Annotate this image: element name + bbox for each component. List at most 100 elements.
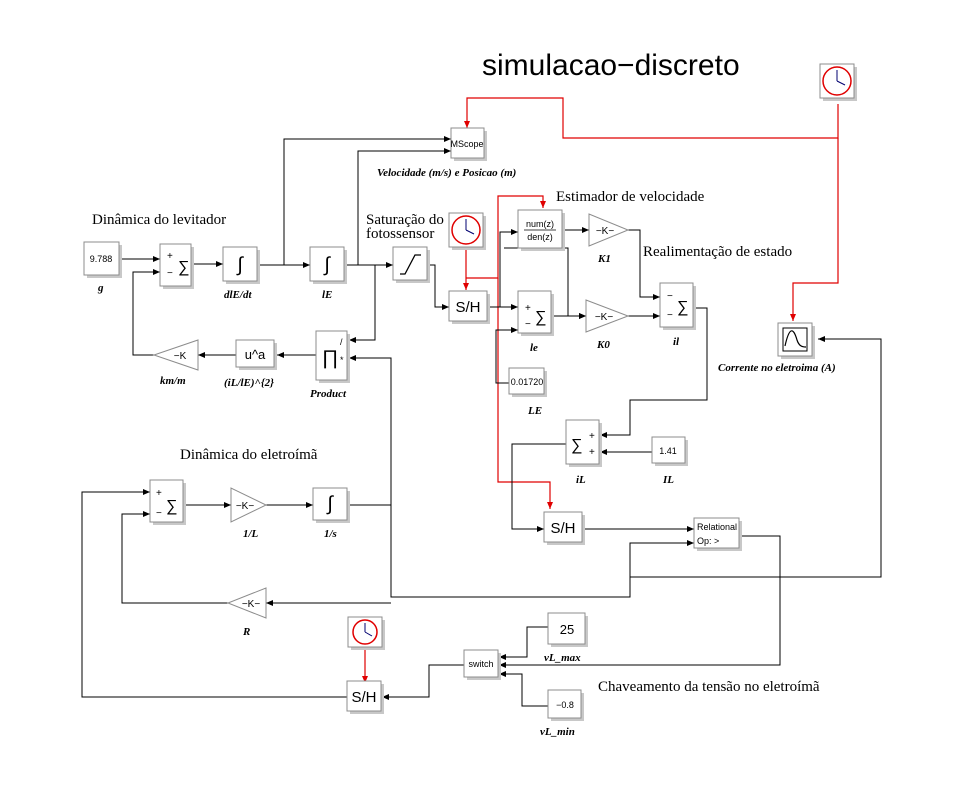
- section-saturation-line2: fotossensor: [366, 226, 434, 242]
- svg-text:∏: ∏: [322, 347, 338, 369]
- constant-vmax-block[interactable]: 25: [547, 612, 588, 647]
- clock-icon[interactable]: [819, 63, 857, 101]
- section-saturation-line1: Saturação do: [366, 212, 444, 228]
- mscope-block[interactable]: MScope: [450, 127, 487, 161]
- svg-text:−: −: [167, 268, 173, 279]
- svg-text:+: +: [589, 431, 595, 442]
- gain-r-label: R: [242, 626, 250, 638]
- svg-text:switch: switch: [468, 659, 493, 669]
- section-electromagnet: Dinâmica do eletroímã: [180, 447, 318, 463]
- sum-il-total-block[interactable]: + + ∑: [565, 419, 602, 467]
- svg-text:∑: ∑: [178, 259, 189, 276]
- sample-hold-3-block[interactable]: S/H: [346, 680, 384, 714]
- sum-il-label: il: [673, 336, 680, 348]
- svg-text:/: /: [340, 337, 343, 347]
- constant-il-label: IL: [662, 474, 674, 486]
- svg-text:num(z): num(z): [526, 219, 554, 229]
- gain-inv-l-label: 1/L: [243, 528, 259, 540]
- product-block[interactable]: ∏ / *: [315, 330, 350, 383]
- integrator-le-block[interactable]: ∫: [309, 246, 347, 284]
- svg-text:*: *: [340, 355, 344, 365]
- gain-k1-block[interactable]: −K−: [588, 213, 630, 247]
- svg-text:+: +: [525, 303, 531, 314]
- clock-wires: [362, 97, 839, 683]
- power-label: (iL/lE)^{2}: [224, 377, 274, 389]
- product-label: Product: [310, 388, 347, 400]
- section-switching: Chaveamento da tensão no eletroímã: [598, 679, 820, 695]
- sum-voltage-block[interactable]: + − ∑: [149, 479, 186, 525]
- svg-text:u^a: u^a: [245, 347, 266, 362]
- sample-hold-2-block[interactable]: S/H: [543, 511, 585, 545]
- integrator-dle-label: dlE/dt: [224, 289, 252, 301]
- constant-g-block[interactable]: 9.788: [83, 241, 122, 278]
- svg-text:+: +: [156, 488, 162, 499]
- svg-text:−0.8: −0.8: [556, 700, 574, 710]
- g-label: g: [97, 282, 104, 294]
- section-estimator: Estimador de velocidade: [556, 189, 705, 205]
- svg-text:−: −: [667, 291, 673, 302]
- svg-text:∑: ∑: [677, 299, 688, 316]
- gain-k0-block[interactable]: −K−: [585, 299, 630, 333]
- constant-le-block[interactable]: 0.01720: [508, 367, 547, 397]
- svg-text:−: −: [525, 319, 531, 330]
- mscope-text: MScope: [450, 139, 483, 149]
- gain-km-m-block[interactable]: −K: [152, 339, 199, 371]
- svg-text:−K: −K: [174, 351, 187, 362]
- svg-text:Relational: Relational: [697, 522, 737, 532]
- constant-il-block[interactable]: 1.41: [651, 436, 688, 466]
- integrator-dle-block[interactable]: ∫: [222, 246, 260, 284]
- relational-op-block[interactable]: Relational Op: >: [693, 517, 742, 551]
- gain-k1-label: K1: [597, 253, 611, 265]
- svg-text:+: +: [167, 251, 173, 262]
- svg-text:−K−: −K−: [236, 501, 255, 512]
- svg-text:25: 25: [560, 622, 574, 637]
- gain-k0-label: K0: [596, 339, 610, 351]
- sum-le-label: le: [530, 342, 538, 354]
- svg-text:+: +: [589, 447, 595, 458]
- svg-text:∫: ∫: [326, 493, 334, 515]
- constant-vmax-label: vL_max: [544, 652, 581, 664]
- svg-text:∑: ∑: [166, 498, 177, 515]
- integrator-le-label: lE: [322, 289, 332, 301]
- svg-text:−K−: −K−: [595, 312, 614, 323]
- gain-r-block[interactable]: −K−: [226, 587, 267, 619]
- saturation-block[interactable]: [392, 246, 430, 283]
- sample-hold-1-block[interactable]: S/H: [448, 290, 490, 324]
- svg-text:∑: ∑: [571, 437, 582, 454]
- svg-text:∫: ∫: [236, 254, 244, 276]
- sum-le-block[interactable]: + − ∑: [517, 290, 554, 336]
- current-scope-block[interactable]: [777, 322, 815, 359]
- svg-text:−K−: −K−: [596, 226, 615, 237]
- g-value: 9.788: [90, 254, 113, 264]
- svg-text:Op: >: Op: >: [697, 536, 719, 546]
- gain-km-m-label: km/m: [160, 375, 186, 387]
- clock-icon[interactable]: [448, 212, 486, 250]
- mscope-label: Velocidade (m/s) e Posicao (m): [377, 167, 516, 179]
- section-feedback: Realimentação de estado: [643, 244, 792, 260]
- diagram-title: simulacao−discreto: [482, 49, 740, 82]
- switch-block[interactable]: switch: [463, 649, 501, 680]
- svg-text:den(z): den(z): [527, 232, 553, 242]
- clock-icon[interactable]: [347, 616, 385, 650]
- constant-vmin-label: vL_min: [540, 726, 575, 738]
- discrete-transfer-block[interactable]: num(z) den(z): [517, 209, 565, 251]
- svg-text:1.41: 1.41: [659, 446, 677, 456]
- section-levitator: Dinâmica do levitador: [92, 212, 226, 228]
- svg-text:∑: ∑: [535, 309, 546, 326]
- gain-inv-l-block[interactable]: −K−: [230, 487, 268, 523]
- sum-il-total-label: iL: [576, 474, 586, 486]
- svg-text:−: −: [156, 508, 162, 519]
- svg-text:−K−: −K−: [242, 599, 261, 610]
- sum-il-block[interactable]: − − ∑: [659, 282, 696, 330]
- constant-le-label: LE: [527, 405, 542, 417]
- integrator-current-block[interactable]: ∫: [312, 487, 350, 523]
- svg-text:S/H: S/H: [351, 689, 376, 706]
- svg-text:0.01720: 0.01720: [511, 377, 544, 387]
- svg-text:S/H: S/H: [550, 520, 575, 537]
- sum-gravity-block[interactable]: + − ∑: [159, 243, 194, 289]
- svg-text:−: −: [667, 310, 673, 321]
- power-block[interactable]: u^a: [235, 339, 277, 370]
- constant-vmin-block[interactable]: −0.8: [547, 689, 584, 721]
